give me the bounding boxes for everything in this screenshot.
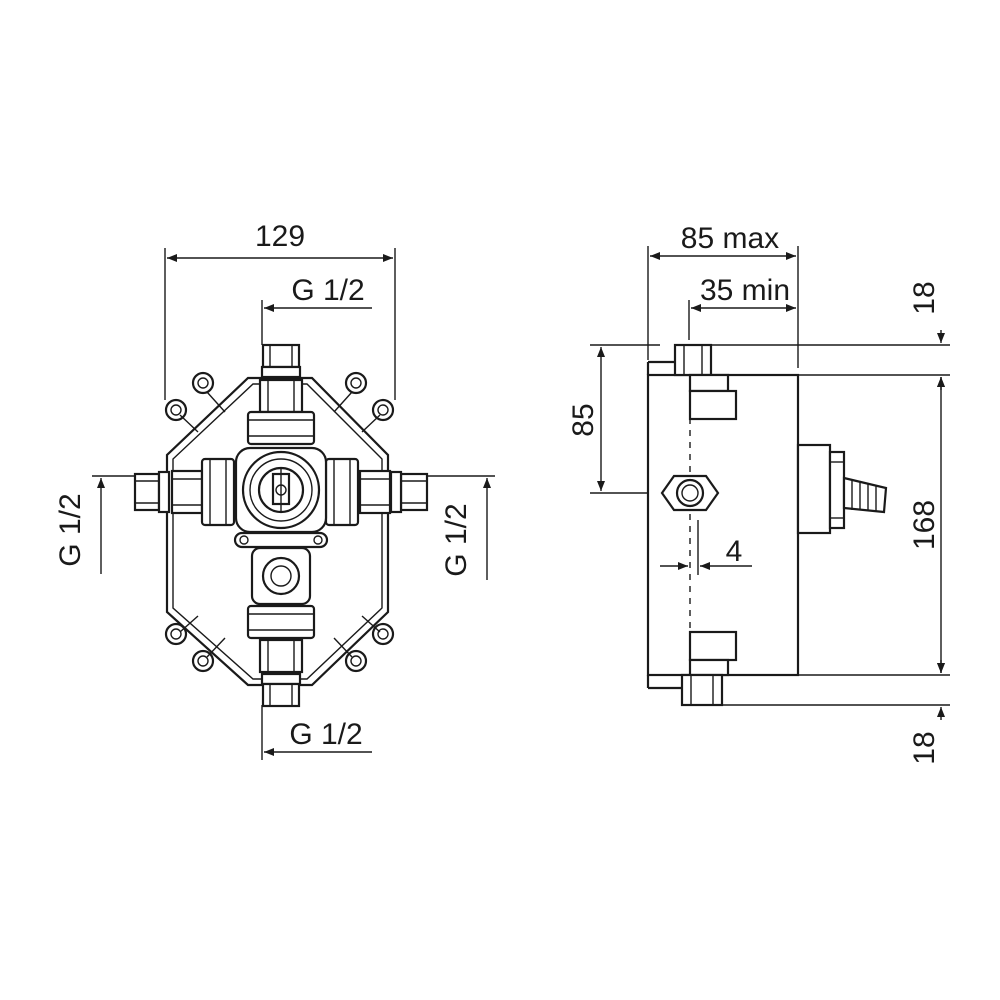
top-connection [246,343,316,446]
left-thread-dimension: G 1/2 [54,475,135,574]
width-dimension: 129 [164,220,396,400]
top-offset-label: 18 [908,281,941,314]
left-thread-label: G 1/2 [54,493,87,566]
side-bottom-nipple [680,630,738,707]
depth-max-label: 85 max [681,222,779,255]
port-height-label: 85 [567,403,600,436]
mounting-lugs [164,371,395,673]
bottom-connection [246,604,316,708]
right-thread-dimension: G 1/2 [428,475,495,580]
front-view: 129 G 1/2 G 1/2 G 1/2 G 1/2 [54,220,495,760]
bottom-offset-label: 18 [908,731,941,764]
bottom-thread-label: G 1/2 [289,718,362,751]
depth-max-dimension: 85 max [647,222,799,368]
offset-dimension: 4 [660,520,752,575]
bottom-thread-dimension: G 1/2 [261,705,372,760]
right-dimensions: 18 168 18 [712,281,950,765]
body-height-label: 168 [908,500,941,550]
depth-min-label: 35 min [700,274,790,307]
top-thread-label: G 1/2 [291,274,364,307]
side-view: 85 max 35 min [567,222,950,765]
side-port [660,474,720,512]
top-thread-dimension: G 1/2 [261,274,372,345]
side-top-nipple [673,343,738,421]
left-connection [133,457,236,527]
central-valve [234,446,328,534]
lower-plug [250,546,312,606]
side-spindle [796,443,888,535]
offset-label: 4 [726,535,743,568]
right-connection [324,457,429,527]
side-body [646,373,800,677]
right-thread-label: G 1/2 [440,503,473,576]
width-label: 129 [255,220,305,253]
port-height-dimension: 85 [567,344,660,494]
mounting-bar [233,531,329,549]
depth-min-dimension: 35 min [688,274,796,340]
